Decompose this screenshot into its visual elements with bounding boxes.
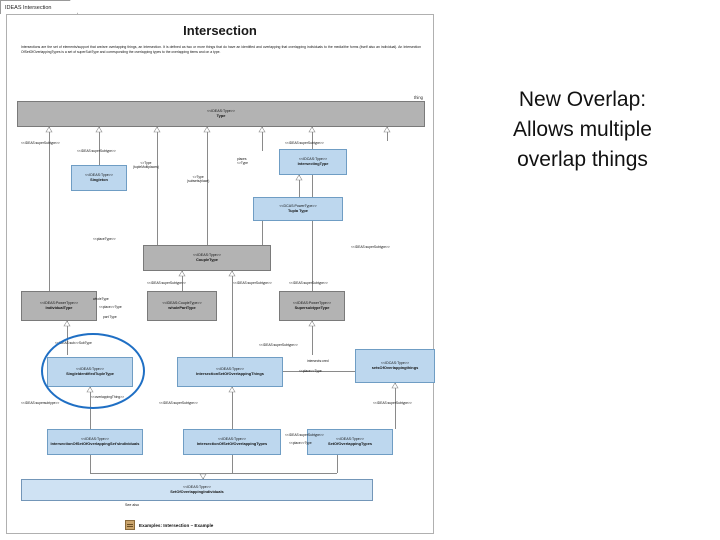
box-stereotype: <<IDCAS:Type>> <box>380 361 410 366</box>
edge-label: <<IDEAS:superSubtype>> <box>289 281 328 285</box>
connector-line <box>90 473 337 474</box>
box-intersectionofsetofoverlappingindividuals[interactable]: <<IDEAS:Type>> IntersectionOfSetOfOverla… <box>47 429 143 455</box>
box-tuplatype[interactable]: <<DCAS:PowerType>> Tupla Type <box>253 197 343 221</box>
connector-line <box>262 213 263 245</box>
connector-line <box>262 127 263 151</box>
edge-label: <<IDEAS:superSubtype>> <box>373 401 412 405</box>
box-stereotype: <<IDEAS:Type>> <box>183 485 211 490</box>
box-type[interactable]: <<IDEAS:Type>> Type <box>17 101 425 127</box>
box-stereotype: <<IDEAS:Type>> <box>218 437 246 442</box>
example-label: Examples: Intersection – Example <box>139 522 214 528</box>
edge-label: <<placeType>> <box>93 237 116 241</box>
box-coupletype[interactable]: <<IDEAS:Type>> CoupleType <box>143 245 271 271</box>
edge-label: <<IDEAS:superSubtype>> <box>77 149 116 153</box>
edge-label: <>Type(subsets/place) <box>187 175 209 183</box>
edge-label: <<IDEAS:superSubtype>> <box>147 281 186 285</box>
box-intersectionofsetofoverlappingtypes[interactable]: <<IDEAS:Type>> IntersectionOfSetOfOverla… <box>183 429 281 455</box>
box-stereotype: <<DCAS:PowerType>> <box>279 204 317 209</box>
intro-paragraph: Intersections are the set of elements/su… <box>21 45 421 54</box>
connector-line <box>283 371 355 372</box>
connector-line <box>387 127 388 141</box>
box-setofoverlappingindividuals[interactable]: <<IDEAS:Type>> SetOfOverlappingIndividua… <box>21 479 373 501</box>
example-row[interactable]: Examples: Intersection – Example <box>125 520 213 530</box>
connector-line <box>99 127 100 165</box>
edge-label: wholeType <box>93 297 109 301</box>
box-intersectionsetofoverlappingthings[interactable]: <<IDEAS:Type>> IntersectionSetOfOverlapp… <box>177 357 283 387</box>
box-stereotype: <<IDEAS:Type>> <box>207 109 235 114</box>
box-stereotype: <<IDEAS:Type>> <box>216 367 244 372</box>
box-name: Type <box>216 112 226 118</box>
edge-label: <<IDEAS:superSubtype>> <box>259 343 298 347</box>
box-name: wholePartType <box>168 304 196 310</box>
box-stereotype: <<IDEAS:CoupleType>> <box>162 301 202 306</box>
callout-line-3: overlap things <box>517 148 648 171</box>
connector-line <box>49 127 50 291</box>
box-stereotype: <<IDCAS:Type>> <box>298 157 328 162</box>
edge-label: <<IDEAS:superSubtype>> <box>285 433 324 437</box>
callout-line-1: New Overlap: <box>518 88 647 111</box>
see-also-label: See also <box>125 503 139 507</box>
connector-line <box>207 127 208 247</box>
diagram-page: Intersection Intersections are the set o… <box>6 14 435 534</box>
connector-line <box>232 271 233 357</box>
example-icon <box>125 520 135 530</box>
box-name: SetOfOverlappingTypes <box>327 440 373 446</box>
connector-line <box>395 383 396 429</box>
edge-label-line1: <>Type(subsets/place) <box>187 175 210 183</box>
box-setofoverlappingtypes[interactable]: <<IDEAS:Type>> SetOfOverlappingTypes <box>307 429 393 455</box>
box-name: IntersectionSetOfOverlappingThings <box>196 370 264 376</box>
box-name: IntersectionOfSetOfOverlappingTypes <box>196 440 268 446</box>
box-stereotype: <<IDEAS:Type>> <box>81 437 109 442</box>
edge-label: <<IDEAS:superSubtype>> <box>21 141 60 145</box>
connector-line <box>312 321 313 355</box>
callout-line-2: Allows multiple <box>513 118 652 141</box>
box-name: SupersubtypeType <box>294 304 330 310</box>
edge-label: <<place>>Type <box>299 369 322 373</box>
box-stereotype: <<IDEAS:PowerType>> <box>292 301 332 306</box>
box-name: IntersectionOfSetOfOverlappingSet'sIndiv… <box>50 440 140 446</box>
arrowheads <box>45 126 399 480</box>
connector-line <box>232 387 233 429</box>
page-title: Intersection <box>183 23 257 38</box>
connector-line <box>157 127 158 247</box>
edge-label: part Type <box>103 315 117 319</box>
edge-label: intersects:ored <box>307 359 329 363</box>
box-stereotype: <<IDEAS:PowerType>> <box>39 301 79 306</box>
box-stereotype: <<IDEAS:Type>> <box>193 253 221 258</box>
edge-label: places<>Type <box>237 157 249 165</box>
connector-line <box>232 455 233 473</box>
callout-text: New Overlap: Allows multiple overlap thi… <box>455 85 710 175</box>
box-name: Tupla Type <box>288 207 308 213</box>
box-name: CoupleType <box>196 256 218 262</box>
edge-label: <>Type(tupleMultiplaces) <box>133 161 159 169</box>
thing-label: thing <box>413 95 423 100</box>
connector-line <box>337 455 338 473</box>
slide-tab[interactable]: IDEAS Intersection <box>0 0 78 14</box>
connector-line <box>299 175 300 197</box>
box-name: SetOfOverlappingIndividuals <box>170 488 224 494</box>
edge-label: <<place>>Type <box>99 305 122 309</box>
box-singleton[interactable]: <<IDEAS:Type>> Singleton <box>71 165 127 191</box>
box-wholeparttype[interactable]: <<IDEAS:CoupleType>> wholePartType <box>147 291 217 321</box>
edge-label: <<IDEAS:superSubtype>> <box>233 281 272 285</box>
edge-label: <<IDEAS:supersubtype>> <box>21 401 60 405</box>
box-name: Singleton <box>90 176 108 182</box>
edge-label-line1: <>Type(tupleMultiplaces) <box>133 161 159 169</box>
box-individualtype[interactable]: <<IDEAS:PowerType>> IndividualType <box>21 291 97 321</box>
box-supersubtype[interactable]: <<IDEAS:PowerType>> SupersubtypeType <box>279 291 345 321</box>
box-stereotype: <<IDEAS:Type>> <box>336 437 364 442</box>
edge-label: <<IDEAS:superSubtype>> <box>351 245 390 249</box>
box-stereotype: <<IDEAS:Type>> <box>85 173 113 178</box>
edge-label: <<IDEAS:superSubtype>> <box>159 401 198 405</box>
box-name: IndividualType <box>45 304 73 310</box>
box-setsofoverlappingthings[interactable]: <<IDCAS:Type>> setsOfOverlappingthings <box>355 349 435 383</box>
edge-label: <<IDEAS:superSubtype>> <box>285 141 324 145</box>
edge-label: <<place>>Type <box>289 441 312 445</box>
connector-line <box>90 455 91 473</box>
box-name: setsOfOverlappingthings <box>371 364 419 370</box>
box-intersectingtype[interactable]: <<IDCAS:Type>> IntersectingType <box>279 149 347 175</box>
connector-line <box>182 271 183 291</box>
highlight-ellipse <box>41 333 145 409</box>
box-name: IntersectingType <box>297 160 329 166</box>
